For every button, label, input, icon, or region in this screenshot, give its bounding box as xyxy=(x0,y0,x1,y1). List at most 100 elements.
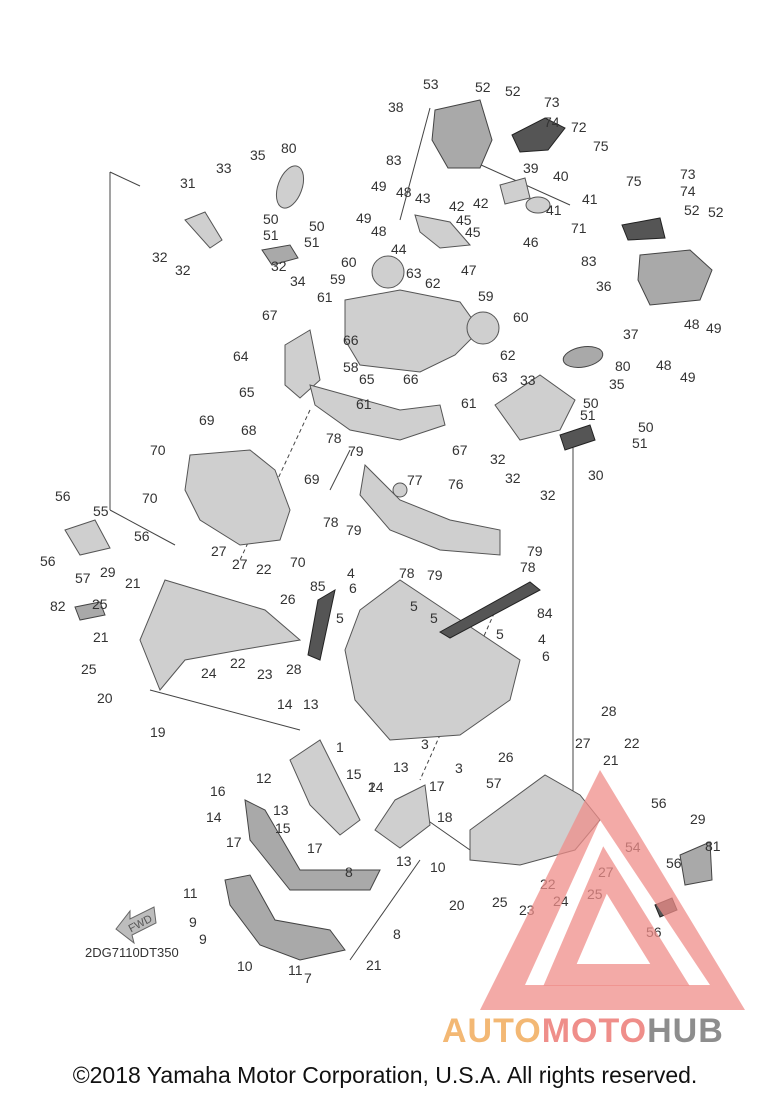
part-label: 48 xyxy=(396,184,412,200)
part-label: 79 xyxy=(348,443,364,459)
part-label: 60 xyxy=(513,309,529,325)
part-label: 51 xyxy=(580,407,596,423)
part-bracket-31 xyxy=(184,211,223,249)
part-label: 76 xyxy=(448,476,464,492)
part-label: 15 xyxy=(346,766,362,782)
part-label: 2 xyxy=(368,779,376,795)
part-label: 72 xyxy=(571,119,587,135)
part-label: 3 xyxy=(421,736,429,752)
part-panel-65 xyxy=(309,384,446,441)
part-label: 33 xyxy=(520,372,536,388)
part-label: 56 xyxy=(666,855,682,871)
part-label: 79 xyxy=(527,543,543,559)
part-label: 17 xyxy=(429,778,445,794)
part-label: 11 xyxy=(183,885,198,901)
part-stay-50-left xyxy=(261,244,299,266)
part-label: 80 xyxy=(615,358,631,374)
part-label: 27 xyxy=(211,543,227,559)
part-windshield-cover-76 xyxy=(359,463,501,556)
part-label: 48 xyxy=(656,357,672,373)
part-label: 8 xyxy=(393,926,401,942)
part-panel-55 xyxy=(64,519,111,556)
part-label: 80 xyxy=(281,140,297,156)
part-label: 47 xyxy=(461,262,477,278)
part-label: 82 xyxy=(50,598,66,614)
part-label: 52 xyxy=(475,79,491,95)
part-label: 22 xyxy=(230,655,246,671)
part-label: 49 xyxy=(706,320,722,336)
part-label: 5 xyxy=(496,626,504,642)
part-label: 56 xyxy=(40,553,56,569)
part-bracket-43 xyxy=(414,214,472,249)
part-bracket-33-right xyxy=(494,374,576,441)
part-label: 50 xyxy=(638,419,654,435)
watermark-part-hub: HUB xyxy=(647,1012,724,1050)
part-label: 25 xyxy=(81,661,97,677)
part-label: 42 xyxy=(473,195,489,211)
part-label: 31 xyxy=(180,175,196,191)
part-strip-84 xyxy=(439,581,541,639)
part-label: 56 xyxy=(651,795,667,811)
part-label: 41 xyxy=(582,191,598,207)
part-bracket-36 xyxy=(637,249,713,306)
part-label: 74 xyxy=(680,183,696,199)
part-label: 10 xyxy=(430,859,446,875)
part-label: 49 xyxy=(371,178,387,194)
part-label: 16 xyxy=(210,783,226,799)
part-clip-82 xyxy=(74,601,106,621)
part-label: 75 xyxy=(626,173,642,189)
part-label: 36 xyxy=(596,278,612,294)
part-label: 78 xyxy=(323,514,339,530)
part-clip-39 xyxy=(499,177,531,205)
part-label: 15 xyxy=(275,820,291,836)
part-label: 70 xyxy=(290,554,306,570)
part-ring-60-left xyxy=(371,255,405,289)
part-label: 45 xyxy=(456,212,472,228)
watermark-part-auto: AUTO xyxy=(442,1012,542,1050)
part-label: 61 xyxy=(461,395,477,411)
part-label: 52 xyxy=(684,202,700,218)
part-label: 68 xyxy=(241,422,257,438)
part-label: 66 xyxy=(343,332,359,348)
part-label: 65 xyxy=(359,371,375,387)
part-label: 46 xyxy=(523,234,539,250)
part-label: 22 xyxy=(624,735,640,751)
part-label: 50 xyxy=(309,218,325,234)
part-label: 83 xyxy=(581,253,597,269)
part-label: 44 xyxy=(391,241,407,257)
diagram-code: 2DG7110DT350 xyxy=(85,945,179,960)
part-label: 84 xyxy=(537,605,553,621)
part-label: 13 xyxy=(273,802,289,818)
part-label: 81 xyxy=(705,838,721,854)
part-label: 32 xyxy=(490,451,506,467)
part-label: 1 xyxy=(336,739,344,755)
automotohub-logo-icon xyxy=(480,770,745,1010)
part-label: 67 xyxy=(262,307,278,323)
part-label: 32 xyxy=(271,258,287,274)
part-label: 78 xyxy=(520,559,536,575)
part-label: 20 xyxy=(97,690,113,706)
part-label: 69 xyxy=(199,412,215,428)
part-label: 66 xyxy=(403,371,419,387)
part-bulb-40 xyxy=(525,196,551,214)
part-label: 69 xyxy=(304,471,320,487)
part-label: 61 xyxy=(317,289,333,305)
part-label: 4 xyxy=(538,631,546,647)
part-stay-72 xyxy=(511,117,566,153)
part-label: 22 xyxy=(256,561,272,577)
part-stay-71 xyxy=(621,217,666,241)
part-label: 28 xyxy=(601,703,617,719)
part-label: 51 xyxy=(632,435,648,451)
parts xyxy=(64,99,713,961)
part-label: 32 xyxy=(152,249,168,265)
part-label: 25 xyxy=(492,894,508,910)
part-label: 7 xyxy=(304,970,312,986)
part-label: 49 xyxy=(680,369,696,385)
part-label: 62 xyxy=(500,347,516,363)
part-label: 21 xyxy=(125,575,141,591)
part-label: 14 xyxy=(206,809,222,825)
part-lower-cowl-12 xyxy=(289,739,361,836)
part-label: 33 xyxy=(216,160,232,176)
part-label: 4 xyxy=(347,565,355,581)
part-meter-bracket xyxy=(431,99,493,169)
